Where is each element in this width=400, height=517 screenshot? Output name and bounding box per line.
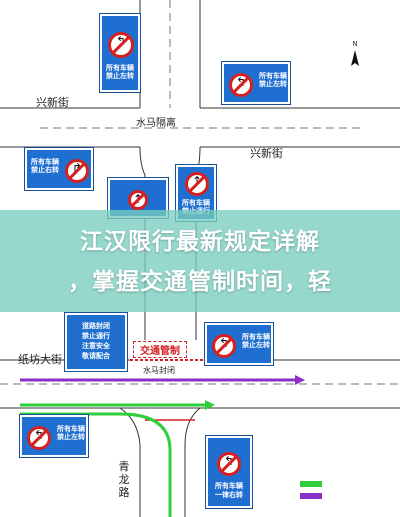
road-qinglong (119, 407, 201, 517)
no-left-turn-icon: ↰ (229, 73, 253, 97)
road-xinxin-top (0, 107, 400, 148)
sign-road-closed: 道路封闭禁止通行注意安全敬请配合 (64, 312, 128, 372)
sign-bottom-right: ↰ 所有车辆一律右转 (205, 435, 253, 509)
no-left-turn-icon: ↰ (108, 32, 134, 58)
sign-text: 所有车辆禁止左转 (242, 333, 270, 349)
no-left-turn-icon: ↰ (27, 426, 51, 450)
road-label-xinxin-top: 兴新街 (36, 96, 69, 109)
sign-text: 所有车辆一律右转 (215, 482, 243, 499)
road-label-xinxin-right: 兴新街 (250, 147, 283, 160)
banner-title-line2: ，掌握交通管制时间，轻 (68, 269, 332, 295)
sign-left: 所有车辆禁止右转 ↱ (24, 147, 94, 191)
north-arrow-icon: N (351, 40, 359, 66)
sign-right-mid: ↰ 所有车辆禁止左转 (204, 322, 274, 366)
sign-text: 所有车辆禁止左转 (259, 72, 287, 88)
no-left-turn-icon: ↰ (212, 334, 236, 358)
svg-text:N: N (352, 40, 357, 48)
route-purple (20, 375, 305, 385)
sign-text: 所有车辆禁止左转 (106, 64, 134, 80)
sign-top-right: ↰ 所有车辆禁止左转 (221, 61, 291, 105)
route-green (20, 400, 215, 517)
road-label-qinglong: 青龙路 (118, 460, 130, 499)
sign-text: 所有车辆禁止左转 (57, 425, 85, 441)
traffic-control-label: 交通管制 (133, 341, 187, 358)
sign-text: 所有车辆禁止右转 (31, 158, 59, 174)
road-label-shuima-geli: 水马隔离 (136, 118, 176, 129)
title-banner (0, 210, 400, 312)
no-left-turn-icon: ↰ (217, 452, 241, 476)
banner-title-line1: 江汉限行最新规定详解 (80, 229, 320, 255)
sign-text: 道路封闭禁止通行注意安全敬请配合 (82, 322, 110, 360)
sign-bottom-left: ↰ 所有车辆禁止左转 (19, 414, 89, 458)
sign-top-center: ↰ 所有车辆禁止左转 (99, 13, 141, 93)
road-label-shuima-fengbi: 水马封闭 (143, 366, 175, 375)
map-legend (300, 481, 322, 499)
road-label-zhifang: 纸坊大街 (18, 353, 62, 366)
no-right-turn-icon: ↱ (65, 159, 89, 183)
road-zhifang (0, 359, 400, 409)
no-entry-icon: ↑ (128, 190, 148, 210)
no-entry-icon: ↑ (185, 172, 209, 196)
